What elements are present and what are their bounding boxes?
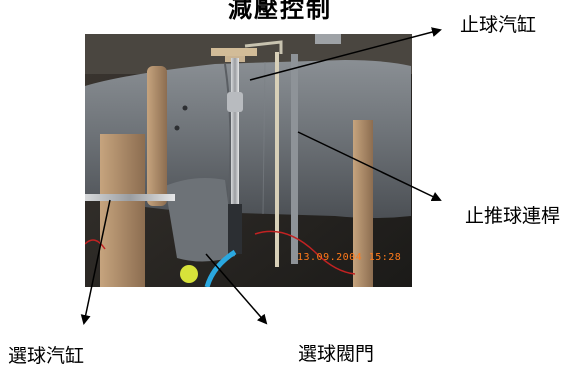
arrow-stop-push-rod (297, 131, 442, 202)
arrow-select-ball-cylinder (80, 199, 111, 325)
arrow-select-ball-valve (205, 253, 268, 325)
label-select-ball-valve: 選球閥門 (298, 343, 375, 365)
label-select-ball-cylinder: 選球汽缸 (8, 345, 85, 367)
label-stop-push-rod: 止推球連桿 (465, 205, 561, 227)
arrow-stop-ball-cylinder (249, 27, 442, 81)
diagram-title: 減壓控制 (228, 0, 332, 23)
label-stop-ball-cylinder: 止球汽缸 (460, 14, 537, 36)
photo-timestamp: 13.09.2004 15:28 (297, 252, 402, 263)
